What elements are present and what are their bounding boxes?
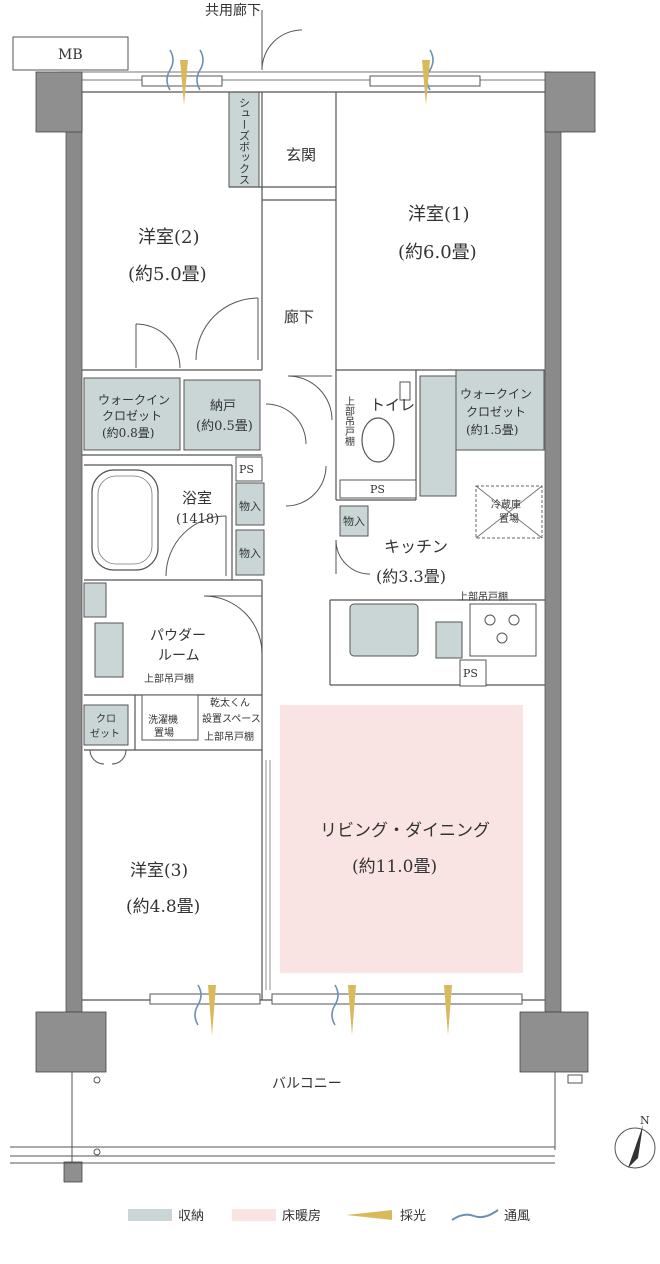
wic1-line1: ウォークイン: [98, 393, 170, 407]
mb-label: MB: [58, 47, 83, 63]
stove: [469, 603, 537, 657]
legend-light-icon: [346, 1210, 392, 1220]
kanta-line1: 乾太くん: [210, 696, 250, 709]
storage-areas: [83, 91, 545, 746]
powder-shelf-label: 上部吊戸棚: [144, 672, 194, 685]
nando-storage: [183, 379, 261, 451]
north-label: N: [640, 1114, 650, 1127]
toilet-bowl: [361, 417, 395, 463]
ps-box-1: [235, 456, 263, 482]
legend-label-light: 採光: [400, 1209, 426, 1224]
powder-line2: ルーム: [158, 648, 200, 664]
living-line2: (約11.0畳): [352, 857, 437, 877]
closet-line2: ゼット: [90, 728, 120, 740]
floor-heating-area: [280, 705, 523, 973]
legend-vent-icon: [451, 1209, 499, 1221]
wic2-storage-top: [455, 369, 545, 451]
washer-line2: 置場: [154, 726, 174, 739]
wic2-line3: (約1.5畳): [466, 422, 518, 437]
kitchen-sink: [349, 603, 419, 657]
sliding-doors: [265, 760, 271, 990]
light-marks: [180, 60, 452, 1035]
wic2-storage-left: [419, 375, 457, 497]
ps-label-1: PS: [239, 463, 254, 476]
storage-a: [235, 482, 265, 526]
room2-name: 洋室(2): [138, 227, 200, 248]
storage-b: [235, 529, 265, 576]
kitchen-line1: キッチン: [384, 537, 448, 556]
ps-label-3: PS: [463, 667, 478, 680]
kitchen-shelf: [435, 621, 463, 659]
wic2-line2: クロゼット: [466, 405, 526, 419]
wic1-storage: [83, 377, 181, 451]
living-line1: リビング・ダイニング: [320, 821, 490, 841]
wic1-line2: クロゼット: [102, 409, 162, 423]
wic1-line3: (約0.8畳): [102, 425, 154, 440]
mb-box: [12, 36, 129, 71]
washer-line1: 洗濯機: [148, 713, 178, 726]
room1-name: 洋室(1): [408, 204, 470, 225]
hallway-label: 廊下: [284, 308, 314, 326]
ventilation-marks: [166, 49, 434, 1026]
bath-line1: 浴室: [182, 489, 212, 507]
legend-label-floorheat: 床暖房: [282, 1208, 321, 1224]
washer: [141, 694, 199, 741]
toilet-shelf-label: 上部吊戸棚: [343, 396, 355, 447]
ps-label-2: PS: [370, 483, 385, 496]
powder-shelf: [83, 582, 107, 618]
shoebox-label: シューズボックス: [238, 97, 251, 185]
closet-line1: クロ: [96, 713, 116, 725]
legend-label-storage: 収納: [178, 1209, 204, 1224]
storage-b-label: 物入: [239, 546, 261, 560]
room3-name: 洋室(3): [130, 861, 188, 881]
room3-size: (約4.8畳): [126, 897, 200, 917]
room2-size: (約5.0畳): [128, 264, 207, 285]
shoebox-storage: [228, 91, 260, 188]
powder-counter: [94, 622, 124, 678]
legend-label-vent: 通風: [504, 1209, 530, 1224]
columns: [35, 71, 596, 1183]
storage-c-label: 物入: [343, 514, 365, 528]
legend-swatch-floorheat: [232, 1209, 276, 1221]
powder-line1: パウダー: [150, 628, 206, 644]
nando-line2: (約0.5畳): [196, 419, 253, 434]
ps-box-3: [459, 659, 487, 687]
kitchen-shelf-label: 上部吊戸棚: [458, 590, 508, 603]
kanta-line3: 上部吊戸棚: [204, 730, 254, 743]
balcony-label: バルコニー: [272, 1076, 342, 1092]
bath-line2: (1418): [176, 512, 219, 527]
legend: 収納 床暖房 採光 通風: [128, 1208, 530, 1224]
storage-a-label: 物入: [239, 499, 261, 513]
bathtub: [91, 469, 159, 571]
storage-c: [339, 505, 369, 537]
balcony-rail: [10, 1072, 583, 1164]
north-arrow: N: [614, 1114, 656, 1169]
entrance-label: 玄関: [286, 146, 316, 164]
wic2-line1: ウォークイン: [460, 387, 532, 401]
fridge-space: [475, 485, 543, 539]
legend-swatch-storage: [128, 1209, 172, 1221]
kitchen-line2: (約3.3畳): [376, 567, 446, 586]
closet-storage: [83, 704, 129, 746]
nando-line1: 納戸: [210, 399, 236, 414]
room1-size: (約6.0畳): [398, 242, 477, 263]
fridge-line2: 置場: [499, 512, 519, 525]
fridge-line1: 冷蔵庫: [491, 498, 521, 511]
common-corridor-label: 共用廊下: [205, 2, 261, 19]
toilet-label: トイレ: [370, 396, 415, 414]
kanta-line2: 設置スペース: [202, 712, 261, 725]
doors: [89, 10, 371, 765]
ps-box-2: [339, 479, 417, 499]
